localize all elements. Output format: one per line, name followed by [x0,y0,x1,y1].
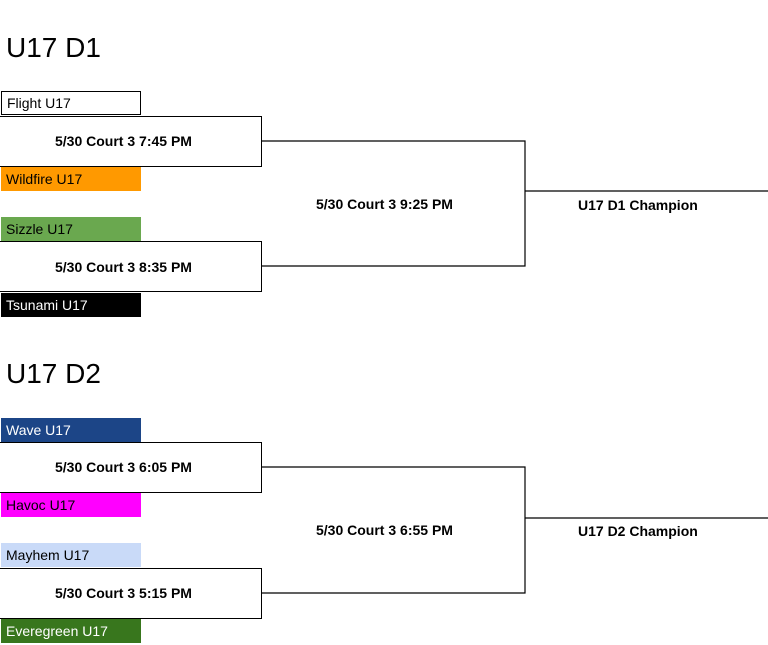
match-box [0,442,262,493]
team-slot: Flight U17 [1,91,141,115]
team-slot: Tsunami U17 [1,293,141,317]
match-box [0,241,262,292]
match-box [0,568,262,619]
champion-label: U17 D2 Champion [578,523,698,539]
final-game-time: 5/30 Court 3 6:55 PM [316,522,453,538]
team-slot: Wave U17 [1,418,141,442]
team-slot: Havoc U17 [1,493,141,517]
bracket-title: U17 D1 [6,32,101,63]
team-slot: Sizzle U17 [1,217,141,241]
game-time: 5/30 Court 3 6:05 PM [55,459,192,475]
d2-connector [262,466,526,594]
bracket-title: U17 D2 [6,358,101,389]
d1-connector [262,140,526,267]
champion-label: U17 D1 Champion [578,197,698,213]
team-slot: Mayhem U17 [1,543,141,567]
team-slot: Everegreen U17 [1,619,141,643]
game-time: 5/30 Court 3 7:45 PM [55,133,192,149]
game-time: 5/30 Court 3 8:35 PM [55,259,192,275]
match-box [0,116,262,167]
game-time: 5/30 Court 3 5:15 PM [55,585,192,601]
team-slot: Wildfire U17 [1,167,141,191]
final-game-time: 5/30 Court 3 9:25 PM [316,196,453,212]
